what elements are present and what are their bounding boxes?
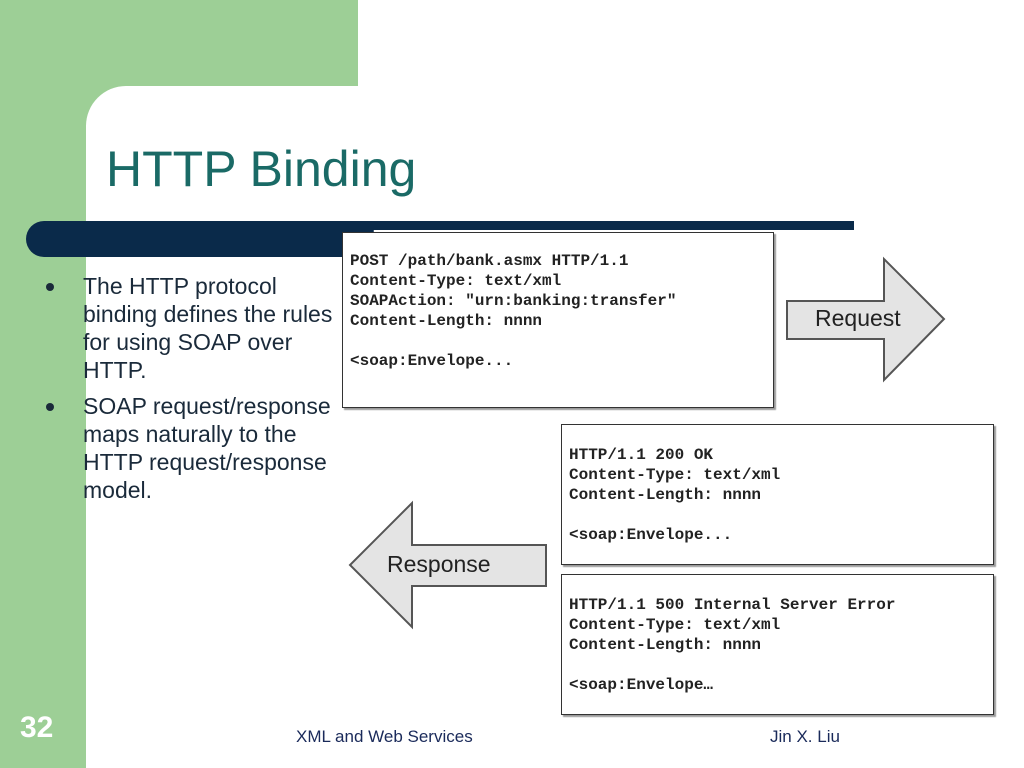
- background-white-corner: [86, 86, 386, 226]
- response-error-code-box: HTTP/1.1 500 Internal Server Error Conte…: [561, 574, 994, 715]
- request-code-text: POST /path/bank.asmx HTTP/1.1 Content-Ty…: [350, 252, 677, 370]
- response-ok-code-text: HTTP/1.1 200 OK Content-Type: text/xml C…: [569, 446, 781, 544]
- footer-course: XML and Web Services: [296, 727, 473, 746]
- slide-number: 32: [20, 711, 54, 744]
- response-error-code-text: HTTP/1.1 500 Internal Server Error Conte…: [569, 596, 896, 694]
- bullet-text: SOAP request/response maps naturally to …: [83, 393, 331, 503]
- slide-title: HTTP Binding: [106, 141, 417, 197]
- response-arrow-label: Response: [387, 551, 491, 577]
- footer-author: Jin X. Liu: [770, 727, 840, 746]
- bullet-text: The HTTP protocol binding defines the ru…: [83, 273, 333, 383]
- bullet-item: SOAP request/response maps naturally to …: [46, 392, 336, 504]
- request-arrow-label: Request: [815, 305, 901, 331]
- response-arrow-icon: [348, 500, 547, 630]
- response-ok-code-box: HTTP/1.1 200 OK Content-Type: text/xml C…: [561, 424, 994, 565]
- bullet-dot-icon: [46, 283, 54, 291]
- title-rule-extension: [350, 221, 854, 230]
- bullet-item: The HTTP protocol binding defines the ru…: [46, 272, 336, 384]
- request-code-box: POST /path/bank.asmx HTTP/1.1 Content-Ty…: [342, 232, 774, 408]
- bullet-list: The HTTP protocol binding defines the ru…: [46, 272, 336, 512]
- background-green-left: [0, 0, 86, 768]
- bullet-dot-icon: [46, 403, 54, 411]
- request-arrow-icon: [786, 256, 946, 383]
